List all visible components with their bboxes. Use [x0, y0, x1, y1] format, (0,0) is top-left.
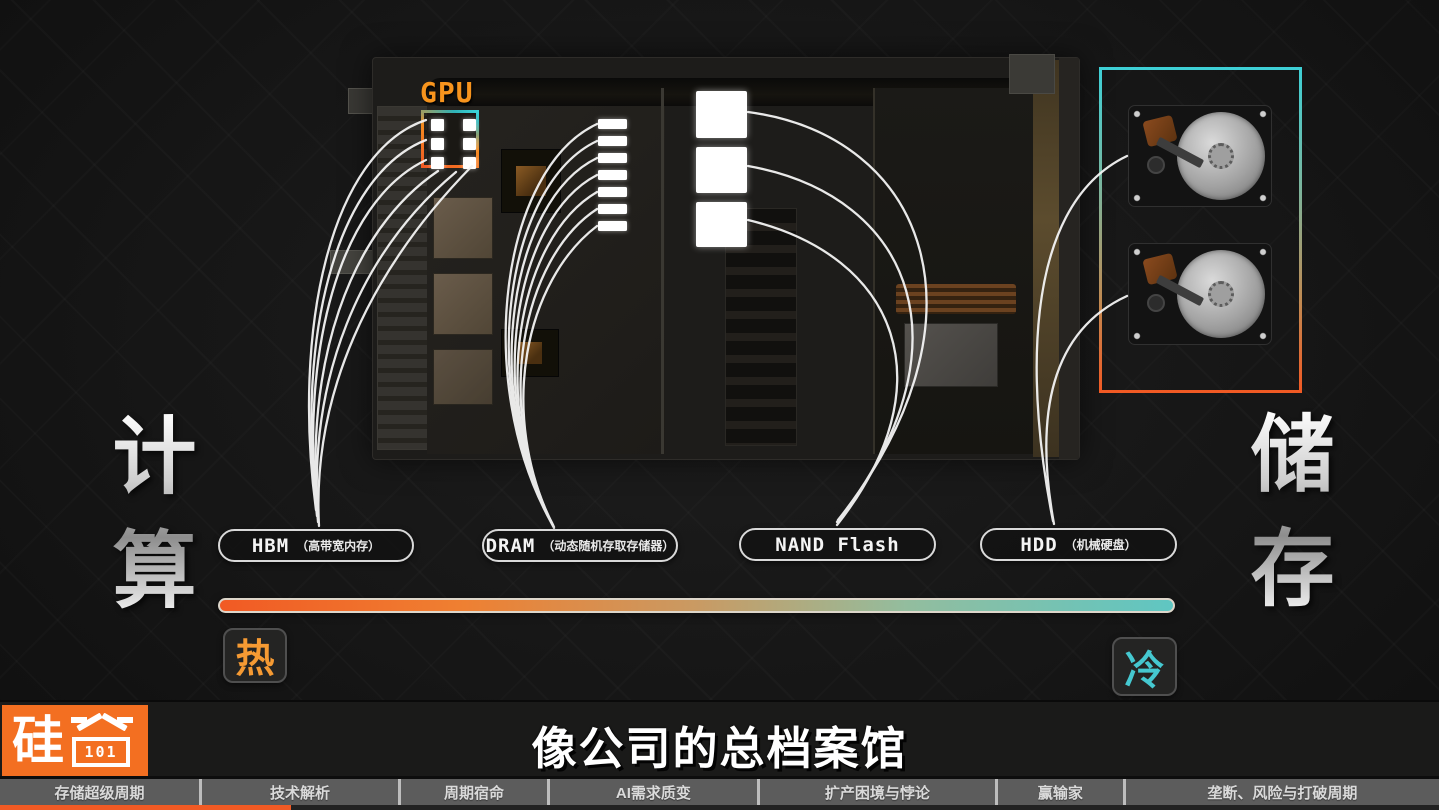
chapter-expansion-paradox[interactable]: 扩产困境与悖论: [756, 779, 995, 805]
progress-fill: [0, 805, 291, 810]
dram-stick-icon: [598, 170, 627, 180]
cold-label: 冷: [1112, 637, 1177, 696]
dram-stick-icon: [598, 221, 627, 231]
hbm-stack-icon: [431, 157, 444, 169]
hbm-stack-icon: [431, 119, 444, 131]
hdd-spindle-icon: [1208, 143, 1234, 169]
hdd-platter-icon: [1177, 250, 1265, 338]
dram-sticks: [598, 119, 627, 231]
chassis-tab: [348, 88, 376, 114]
logo-house-icon: 101: [69, 711, 135, 773]
hdd-drive: [1128, 243, 1272, 345]
chapter-tech-analysis[interactable]: 技术解析: [199, 779, 398, 805]
label-hbm: HBM （高带宽内存）: [218, 529, 414, 562]
chapter-storage-supercycle[interactable]: 存储超级周期: [54, 784, 145, 802]
chapter-winners-losers[interactable]: 赢输家: [994, 779, 1123, 805]
hdd-name: HDD: [1020, 533, 1058, 556]
caption-text: 像公司的总档案馆: [531, 723, 908, 774]
panel-seam: [661, 88, 664, 454]
dram-name: DRAM: [485, 534, 536, 557]
hdd-pivot: [1147, 156, 1165, 174]
nand-chip-icon: [696, 202, 747, 247]
hbm-highlight-box: [421, 110, 479, 169]
chip-die: [518, 342, 542, 364]
chapter-nav: 存储超级周期 技术解析 周期宿命 AI需求质变 扩产困境与悖论 赢输家 垄断、风…: [0, 779, 1439, 805]
hot-text: 热: [235, 637, 275, 681]
title-storage: 储存: [1226, 410, 1347, 638]
thermal-pad: [433, 273, 493, 335]
dram-stick-icon: [598, 153, 627, 163]
chapter-ai-demand[interactable]: AI需求质变: [546, 779, 757, 805]
dram-stick-icon: [598, 204, 627, 214]
hbm-stack-icon: [463, 157, 476, 169]
dram-stick-icon: [598, 187, 627, 197]
chassis-rail: [1033, 60, 1059, 457]
label-hdd: HDD （机械硬盘）: [980, 528, 1177, 561]
chapter-cycle-fate[interactable]: 周期宿命: [398, 779, 547, 805]
caption-strip: 硅 101 像公司的总档案馆: [0, 700, 1439, 779]
logo-eave: [117, 716, 134, 723]
hdd-drive: [1128, 105, 1272, 207]
chip-die: [516, 166, 546, 196]
temperature-gradient-bar: [218, 598, 1175, 613]
nav-separator: [0, 776, 1439, 779]
label-nand: NAND Flash: [739, 528, 936, 561]
dram-stick-icon: [598, 136, 627, 146]
nand-name: NAND Flash: [775, 533, 900, 556]
hbm-subtitle: （高带宽内存）: [296, 539, 381, 553]
hbm-stack-icon: [431, 138, 444, 150]
progress-bar[interactable]: [0, 805, 1439, 810]
logo-badge: 101: [72, 736, 131, 767]
copper-heatpipes: [896, 284, 1016, 314]
dram-subtitle: （动态随机存取存储器）: [542, 539, 675, 553]
cold-text: 冷: [1124, 648, 1165, 693]
nand-chip-icon: [696, 147, 747, 193]
server-right-panel: [875, 88, 1033, 454]
hbm-name: HBM: [251, 534, 290, 557]
hot-label: 热: [223, 628, 287, 683]
hdd-spindle-icon: [1208, 281, 1234, 307]
dram-stick-icon: [598, 119, 627, 129]
hbm-stack-icon: [463, 138, 476, 150]
label-dram: DRAM （动态随机存取存储器）: [482, 529, 678, 562]
nand-chips: [696, 91, 747, 247]
nand-chip-icon: [696, 91, 747, 138]
chassis-latch: [1009, 54, 1055, 94]
hdd-pivot: [1147, 294, 1165, 312]
psu-module: [904, 323, 998, 387]
thermal-pad: [433, 197, 493, 259]
logo-char: 硅: [12, 712, 65, 771]
chapter-monopoly-risk[interactable]: 垄断、风险与打破周期: [1122, 779, 1439, 805]
cpu-chip: [501, 149, 561, 213]
channel-logo[interactable]: 硅 101: [2, 705, 148, 778]
logo-eave: [71, 716, 88, 723]
thermal-pad: [433, 349, 493, 405]
chassis-endcap: [1059, 58, 1079, 459]
cpu-chip: [501, 329, 559, 377]
hdd-highlight-box: [1099, 67, 1302, 393]
gpu-label: GPU: [420, 76, 474, 109]
title-compute: 计算: [88, 412, 209, 640]
chassis-tab: [330, 250, 378, 274]
hdd-subtitle: （机械硬盘）: [1064, 538, 1137, 552]
hbm-stack-icon: [463, 119, 476, 131]
